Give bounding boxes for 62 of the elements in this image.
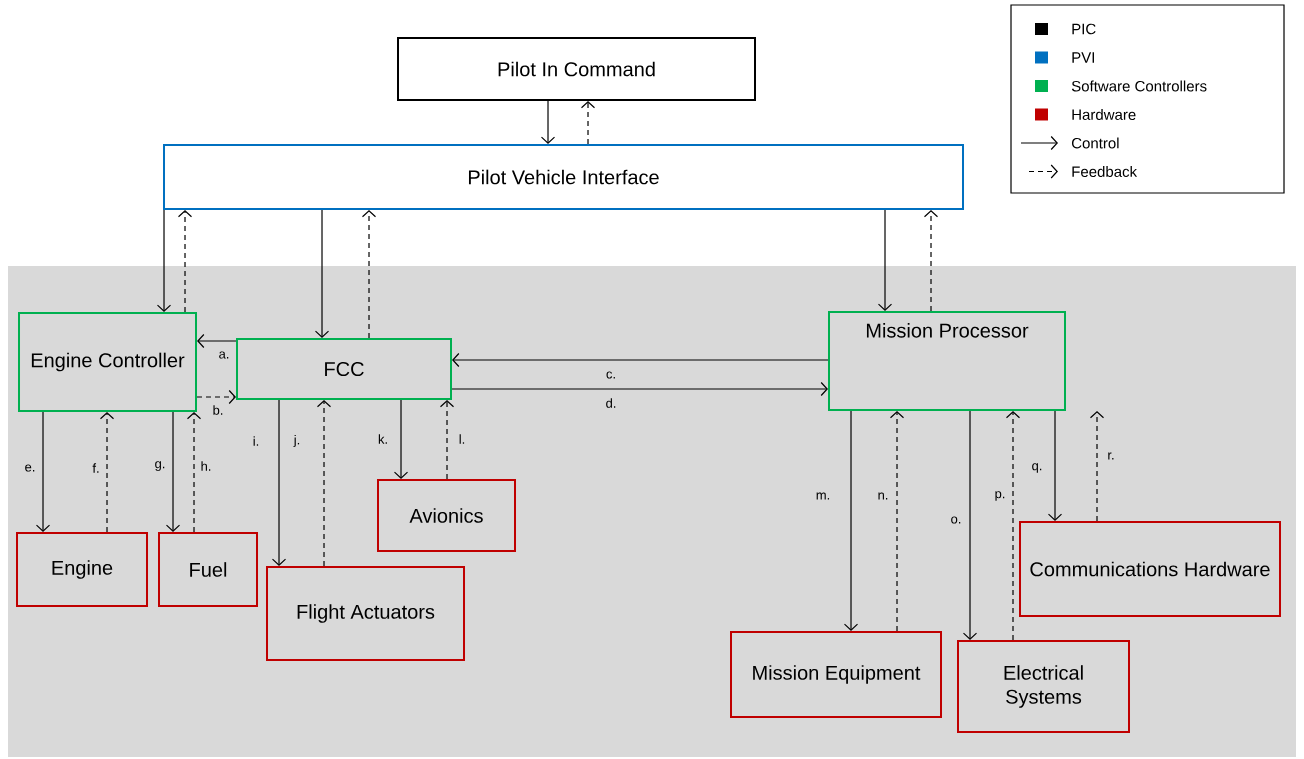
arrow [962, 410, 978, 640]
box: Pilot Vehicle Interface [163, 144, 964, 210]
arrow [877, 209, 893, 311]
arrow [889, 411, 905, 632]
arrow [196, 389, 236, 405]
box: Fuel [158, 532, 258, 607]
edge-label: m. [816, 492, 830, 500]
box: Communications Hardware [1019, 521, 1281, 617]
box: FCC [236, 338, 452, 400]
edge-label: h. [201, 461, 211, 471]
box: Pilot In Command [397, 37, 756, 101]
legend-label: PVI [1072, 52, 1094, 63]
edge-label: k. [378, 434, 387, 444]
edge-label: c. [606, 371, 615, 379]
box: Engine [16, 532, 148, 607]
edge-label: p. [995, 491, 1005, 501]
arrow [165, 411, 181, 532]
arrow [393, 399, 409, 479]
arrow [35, 411, 51, 532]
edge-label: b. [213, 405, 223, 415]
arrow [314, 209, 330, 338]
edge-label: r. [1108, 452, 1114, 460]
box: Mission Equipment [730, 631, 942, 718]
arrow [439, 400, 455, 480]
edge-label: e. [25, 464, 35, 472]
box: Avionics [377, 479, 516, 552]
arrow [451, 381, 828, 397]
edge-label: j. [293, 434, 300, 448]
arrow [923, 210, 939, 312]
legend-label: Control [1072, 137, 1119, 149]
arrow [361, 210, 377, 339]
arrow [197, 333, 237, 349]
edge-label: f. [92, 463, 99, 473]
arrow [580, 101, 596, 145]
arrow [1005, 411, 1021, 641]
box: Mission Processor [828, 311, 1066, 411]
arrow [540, 100, 556, 144]
box: Flight Actuators [266, 566, 465, 661]
legend-label: PIC [1072, 23, 1096, 35]
edge-label: o. [951, 516, 961, 524]
edge-label: i. [253, 436, 259, 446]
edge-label: g. [155, 461, 165, 471]
arrow [177, 210, 193, 313]
arrow [452, 352, 829, 368]
edge-label: l. [459, 434, 465, 444]
edge-label: q. [1032, 463, 1042, 473]
legend-label: Software Controllers [1071, 80, 1207, 92]
legend-label: Hardware [1072, 109, 1136, 120]
arrow [186, 412, 202, 533]
edge-label: d. [606, 398, 616, 408]
arrow [316, 400, 332, 567]
edge-label: n. [878, 492, 888, 500]
arrow [1089, 411, 1105, 522]
arrow [1047, 410, 1063, 521]
arrow [156, 209, 172, 312]
box: Engine Controller [18, 312, 197, 412]
arrow [99, 412, 115, 533]
legend-label: Feedback [1072, 166, 1138, 177]
box: Electrical Systems [957, 640, 1130, 733]
edge-label: a. [219, 351, 229, 359]
arrow [271, 399, 287, 566]
arrow [843, 410, 859, 631]
